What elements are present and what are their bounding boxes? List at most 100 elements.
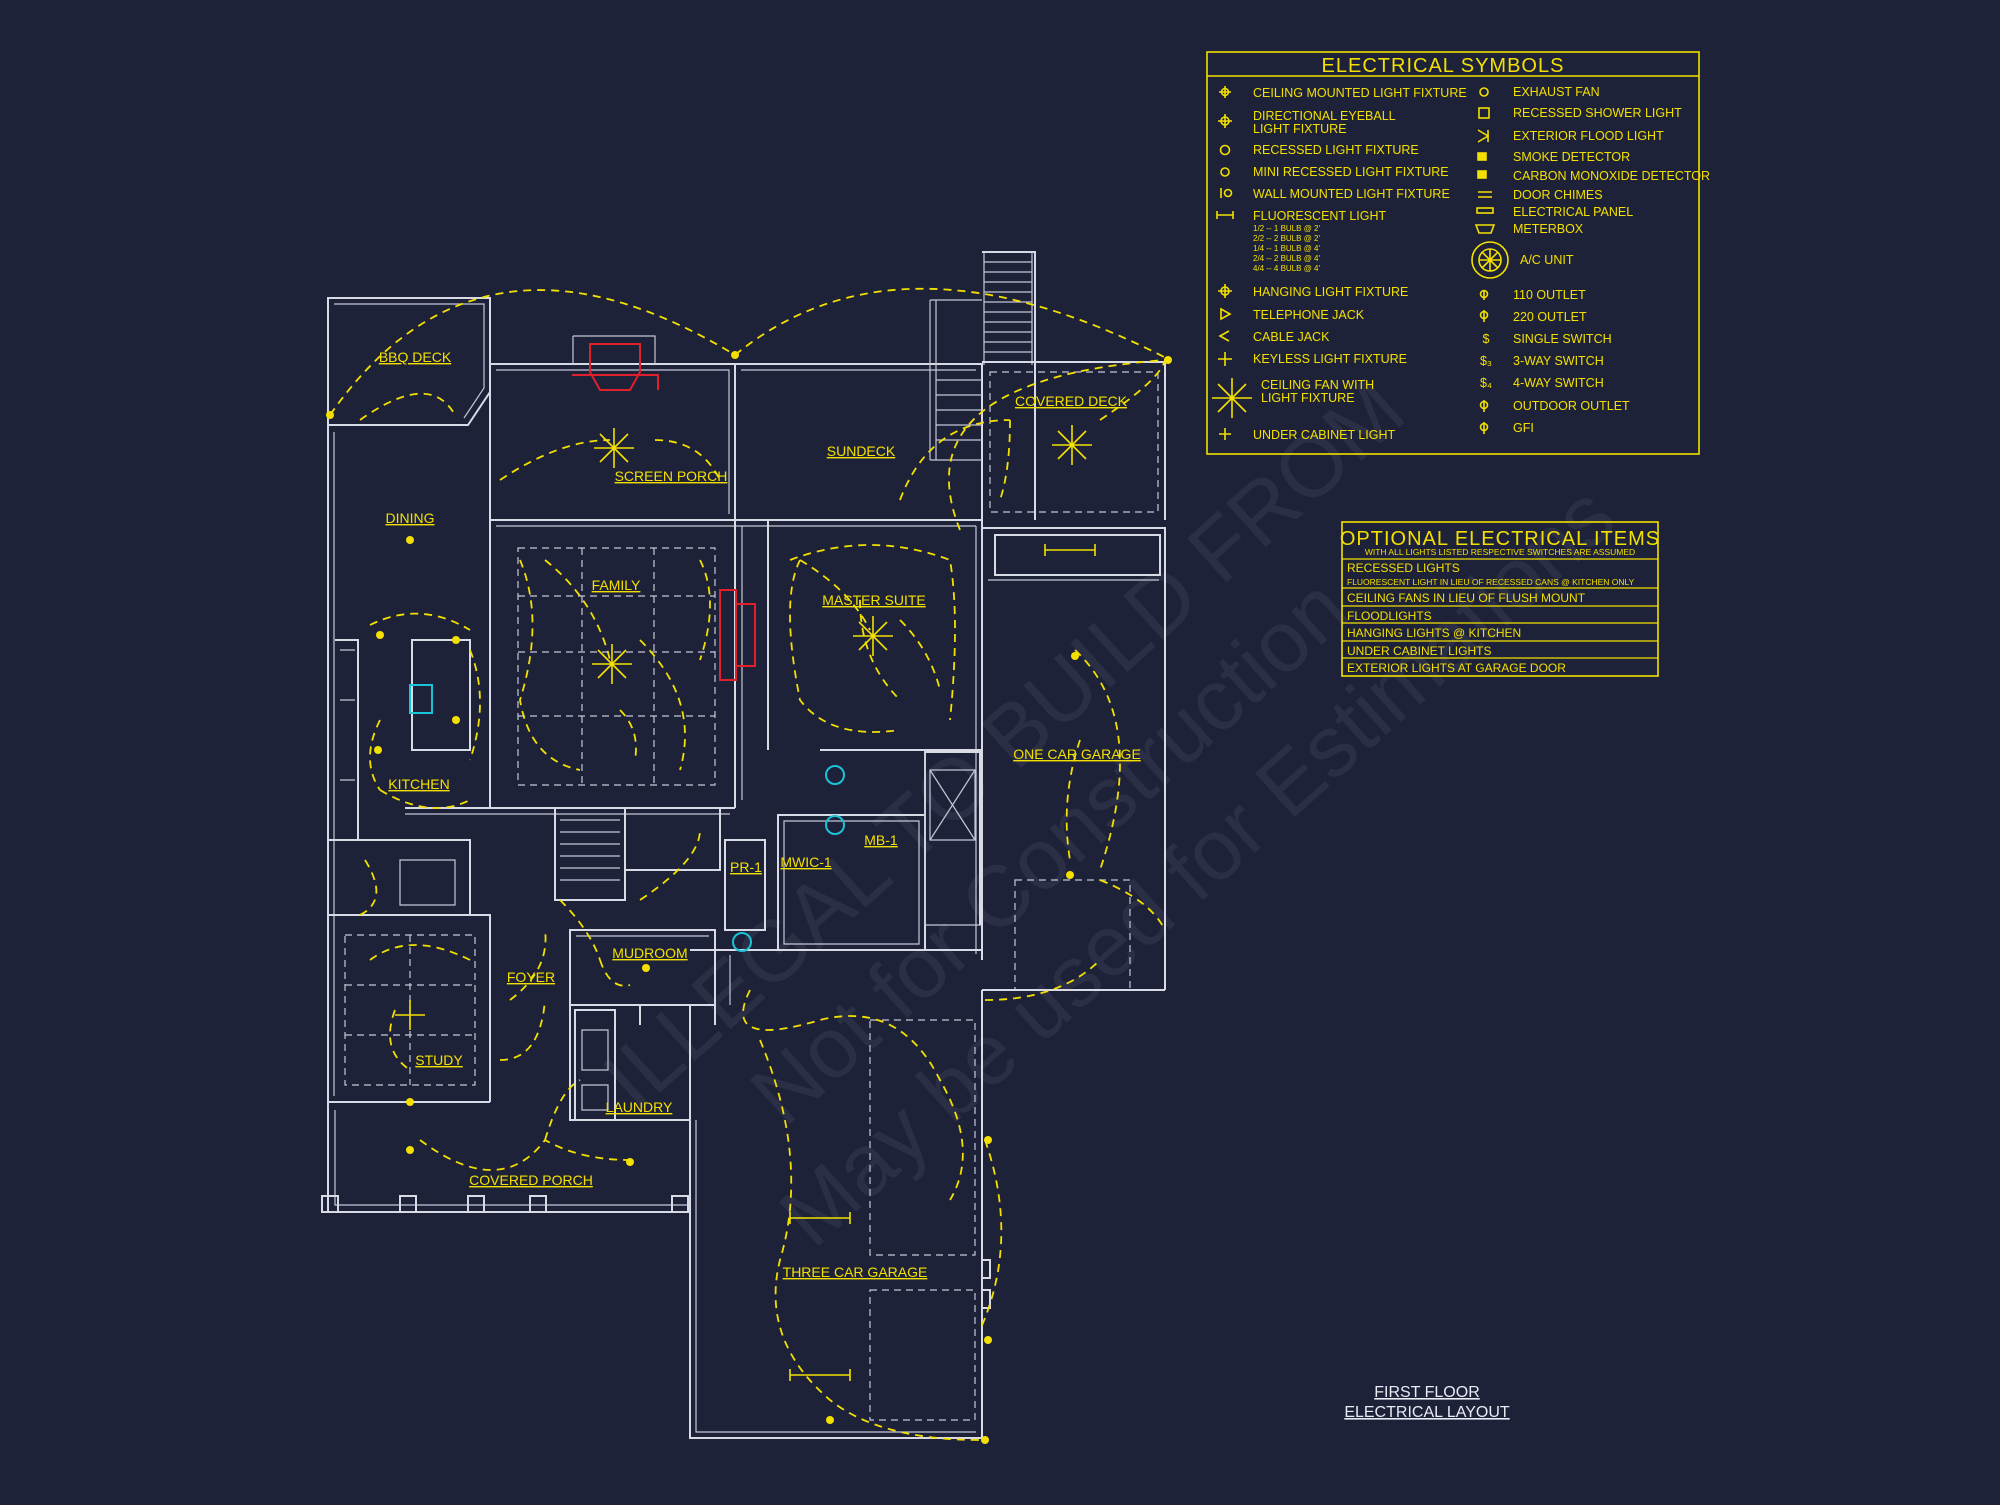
optional-item-row: FLUORESCENT LIGHT IN LIEU OF RECESSED CA… — [1347, 577, 1635, 587]
mini-recessed-icon — [1220, 167, 1230, 177]
fluorescent-icon — [1216, 211, 1234, 219]
room-covered-porch: COVERED PORCH — [469, 1172, 593, 1188]
legend-fluorescent: FLUORESCENT LIGHT — [1253, 209, 1386, 223]
legend-fluorescent-note-2: 2/2 -- 2 BULB @ 2' — [1253, 234, 1320, 243]
plumbing-fixtures — [409, 684, 845, 952]
legend-keyless-light: KEYLESS LIGHT FIXTURE — [1253, 352, 1407, 366]
optional-items-subtitle: WITH ALL LIGHTS LISTED RESPECTIVE SWITCH… — [1365, 547, 1635, 557]
ceiling-light-icon — [326, 351, 1172, 1444]
room-sundeck: SUNDECK — [827, 443, 896, 459]
legend-fluorescent-note-5: 4/4 -- 4 BULB @ 4' — [1253, 264, 1320, 273]
three-way-switch-icon: $₃ — [1480, 354, 1492, 368]
room-three-car-garage: THREE CAR GARAGE — [783, 1264, 928, 1280]
legend-ac-unit: A/C UNIT — [1520, 253, 1574, 267]
legend-single-switch: SINGLE SWITCH — [1513, 332, 1612, 346]
walls — [321, 251, 1166, 1439]
plan-title-line-2: ELECTRICAL LAYOUT — [1344, 1404, 1510, 1421]
legend-under-cabinet: UNDER CABINET LIGHT — [1253, 428, 1396, 442]
shower-light-icon — [1478, 107, 1490, 119]
legend-co-detector: CARBON MONOXIDE DETECTOR — [1513, 169, 1710, 183]
legend-flood-light: EXTERIOR FLOOD LIGHT — [1513, 129, 1664, 143]
room-family: FAMILY — [592, 577, 641, 593]
optional-item-row: CEILING FANS IN LIEU OF FLUSH MOUNT — [1347, 591, 1586, 605]
legend-hanging-light: HANGING LIGHT FIXTURE — [1253, 285, 1408, 299]
legend-wall-light: WALL MOUNTED LIGHT FIXTURE — [1253, 187, 1450, 201]
fluorescent-icon — [789, 544, 1096, 1381]
co-detector-icon — [1477, 170, 1487, 179]
legend-telephone-jack: TELEPHONE JACK — [1253, 308, 1365, 322]
optional-item-row: RECESSED LIGHTS — [1347, 561, 1460, 575]
optional-item-row: UNDER CABINET LIGHTS — [1347, 644, 1491, 658]
single-switch-icon: $ — [1483, 332, 1490, 346]
hanging-light-icon — [1218, 284, 1232, 298]
legend-cable-jack: CABLE JACK — [1253, 330, 1330, 344]
legend-door-chimes: DOOR CHIMES — [1513, 188, 1603, 202]
room-master-suite: MASTER SUITE — [822, 592, 925, 608]
room-study: STUDY — [415, 1052, 463, 1068]
telephone-jack-icon — [1220, 307, 1232, 321]
optional-item-row: FLOODLIGHTS — [1347, 609, 1432, 623]
exhaust-fan-icon — [1479, 87, 1489, 97]
room-bbq-deck: BBQ DECK — [379, 349, 452, 365]
cable-jack-icon — [1218, 330, 1230, 342]
room-mudroom: MUDROOM — [612, 945, 687, 961]
room-pr-1: PR-1 — [730, 859, 762, 875]
optional-item-row: HANGING LIGHTS @ KITCHEN — [1347, 626, 1521, 640]
legend-exhaust-fan: EXHAUST FAN — [1513, 85, 1600, 99]
legend-eyeball-light-2: LIGHT FIXTURE — [1253, 122, 1347, 136]
legend-gfi: GFI — [1513, 421, 1534, 435]
ceiling-fan-icon — [395, 425, 1092, 1030]
electrical-panel-icon — [1476, 207, 1494, 214]
optional-item-row: EXTERIOR LIGHTS AT GARAGE DOOR — [1347, 661, 1566, 675]
legend-electrical-panel: ELECTRICAL PANEL — [1513, 205, 1633, 219]
recessed-light-icon — [1219, 144, 1231, 156]
legend-four-way-switch: 4-WAY SWITCH — [1513, 376, 1604, 390]
legend-shower-light: RECESSED SHOWER LIGHT — [1513, 106, 1682, 120]
wiring-runs — [329, 287, 1171, 1441]
legend-fluorescent-note-3: 1/4 -- 1 BULB @ 4' — [1253, 244, 1320, 253]
legend-title: ELECTRICAL SYMBOLS — [1322, 55, 1565, 77]
optional-electrical-items-table: OPTIONAL ELECTRICAL ITEMS WITH ALL LIGHT… — [1340, 521, 1660, 677]
room-one-car-garage: ONE CAR GARAGE — [1013, 746, 1141, 762]
electrical-symbols-legend: ELECTRICAL SYMBOLS CEILING MOUNTED LIGHT… — [1206, 51, 1710, 455]
room-foyer: FOYER — [507, 969, 555, 985]
room-mb-1: MB-1 — [864, 832, 898, 848]
flood-light-icon — [1477, 129, 1490, 143]
eyeball-light-icon — [1218, 114, 1232, 128]
room-kitchen: KITCHEN — [388, 776, 449, 792]
ceiling-fan-icon — [1212, 378, 1252, 418]
legend-recessed-light: RECESSED LIGHT FIXTURE — [1253, 143, 1419, 157]
smoke-detector-icon — [1477, 152, 1487, 161]
room-dining: DINING — [386, 510, 435, 526]
ac-unit-icon — [1471, 241, 1509, 279]
legend-ceiling-light: CEILING MOUNTED LIGHT FIXTURE — [1253, 86, 1467, 100]
keyless-light-icon — [1218, 352, 1232, 366]
room-covered-deck: COVERED DECK — [1015, 393, 1128, 409]
legend-ceiling-fan-2: LIGHT FIXTURE — [1261, 391, 1355, 405]
legend-eyeball-light: DIRECTIONAL EYEBALL — [1253, 109, 1396, 123]
legend-mini-recessed: MINI RECESSED LIGHT FIXTURE — [1253, 165, 1449, 179]
legend-ceiling-fan: CEILING FAN WITH — [1261, 378, 1374, 392]
four-way-switch-icon: $₄ — [1480, 376, 1492, 390]
legend-fluorescent-note-4: 2/4 -- 2 BULB @ 4' — [1253, 254, 1320, 263]
room-labels: BBQ DECK DINING SCREEN PORCH SUNDECK COV… — [379, 349, 1141, 1280]
room-mwic-1: MWIC-1 — [780, 854, 832, 870]
door-chimes-icon — [1478, 191, 1492, 198]
legend-outlet-110: 110 OUTLET — [1513, 288, 1586, 302]
fireplaces — [572, 343, 756, 681]
plan-title: FIRST FLOOR ELECTRICAL LAYOUT — [1344, 1384, 1510, 1421]
legend-smoke-detector: SMOKE DETECTOR — [1513, 150, 1630, 164]
room-laundry: LAUNDRY — [606, 1099, 673, 1115]
optional-items-title: OPTIONAL ELECTRICAL ITEMS — [1340, 528, 1660, 550]
legend-outdoor-outlet: OUTDOOR OUTLET — [1513, 399, 1630, 413]
meterbox-icon — [1474, 224, 1496, 234]
legend-meterbox: METERBOX — [1513, 222, 1584, 236]
legend-outlet-220: 220 OUTLET — [1513, 310, 1587, 324]
plan-title-line-1: FIRST FLOOR — [1374, 1384, 1480, 1401]
under-cabinet-icon — [1219, 428, 1231, 440]
room-screen-porch: SCREEN PORCH — [615, 468, 728, 484]
legend-three-way-switch: 3-WAY SWITCH — [1513, 354, 1604, 368]
legend-fluorescent-note-1: 1/2 -- 1 BULB @ 2' — [1253, 224, 1320, 233]
